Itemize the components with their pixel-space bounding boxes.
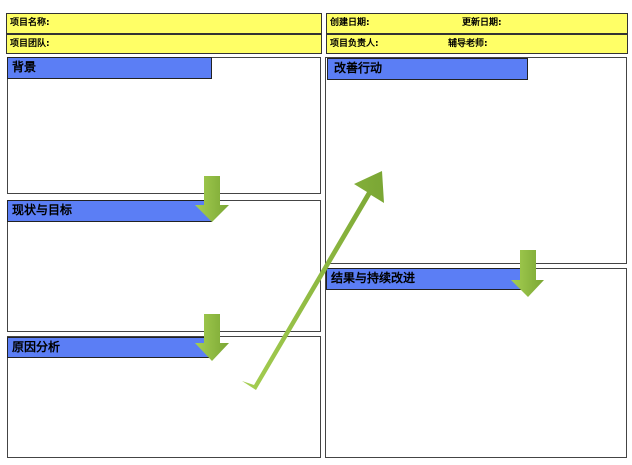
project-team-label: 项目团队: [10, 39, 50, 49]
current-target-title-text: 现状与目标 [12, 203, 73, 217]
project-lead-label: 项目负责人: [330, 39, 379, 49]
header-dates: 创建日期: 更新日期: [326, 13, 628, 34]
advisor-label: 辅导老师: [448, 39, 488, 49]
project-name-label: 项目名称: [10, 18, 50, 28]
root-cause-title-text: 原因分析 [12, 340, 61, 354]
header-project-team: 项目团队: [6, 34, 322, 54]
results-title-text: 结果与持续改进 [331, 271, 416, 285]
background-title: 背景 [7, 57, 212, 79]
header-people: 项目负责人: 辅导老师: [326, 34, 628, 54]
current-target-title: 现状与目标 [7, 200, 212, 222]
results-title: 结果与持续改进 [326, 268, 528, 290]
background-title-text: 背景 [12, 60, 37, 74]
update-date-label: 更新日期: [462, 18, 502, 28]
root-cause-title: 原因分析 [7, 337, 212, 358]
results-box[interactable] [325, 268, 627, 458]
improvement-title: 改善行动 [327, 58, 528, 80]
header-project-name: 项目名称: [6, 13, 322, 34]
improvement-title-text: 改善行动 [334, 61, 383, 75]
improvement-box[interactable] [325, 57, 627, 264]
create-date-label: 创建日期: [330, 18, 370, 28]
